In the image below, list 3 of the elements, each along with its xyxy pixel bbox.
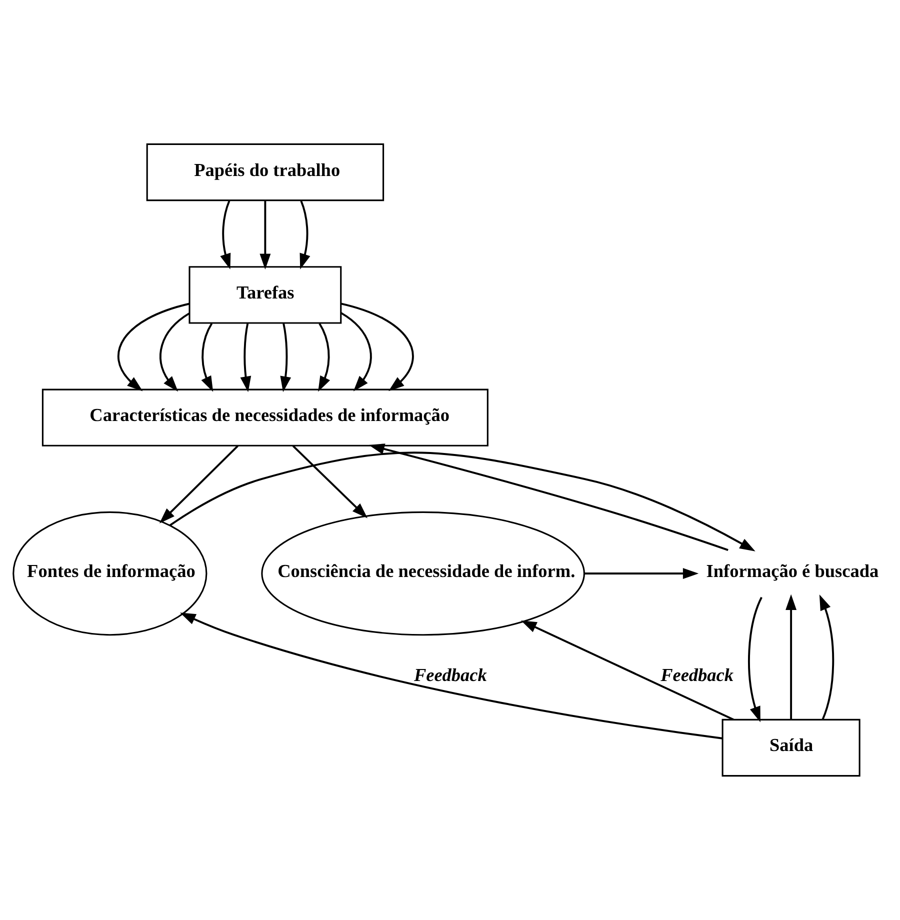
edge-label: Feedback xyxy=(414,664,487,685)
node-text: Informação é buscada xyxy=(706,561,879,582)
edge-label: Feedback xyxy=(660,664,734,685)
